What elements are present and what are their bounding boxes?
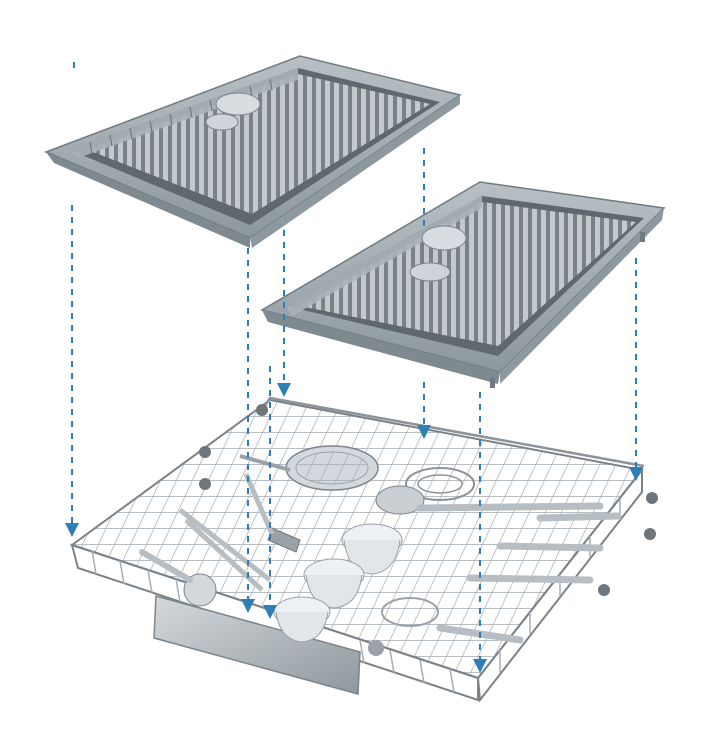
cutlery-tray-left [43,55,462,248]
wire-basket [69,396,658,703]
placement-arrows [65,62,643,673]
cutlery-tray-right [260,181,666,388]
cup-2 [303,558,365,609]
cup-3 [273,596,331,643]
strainer [239,445,379,491]
